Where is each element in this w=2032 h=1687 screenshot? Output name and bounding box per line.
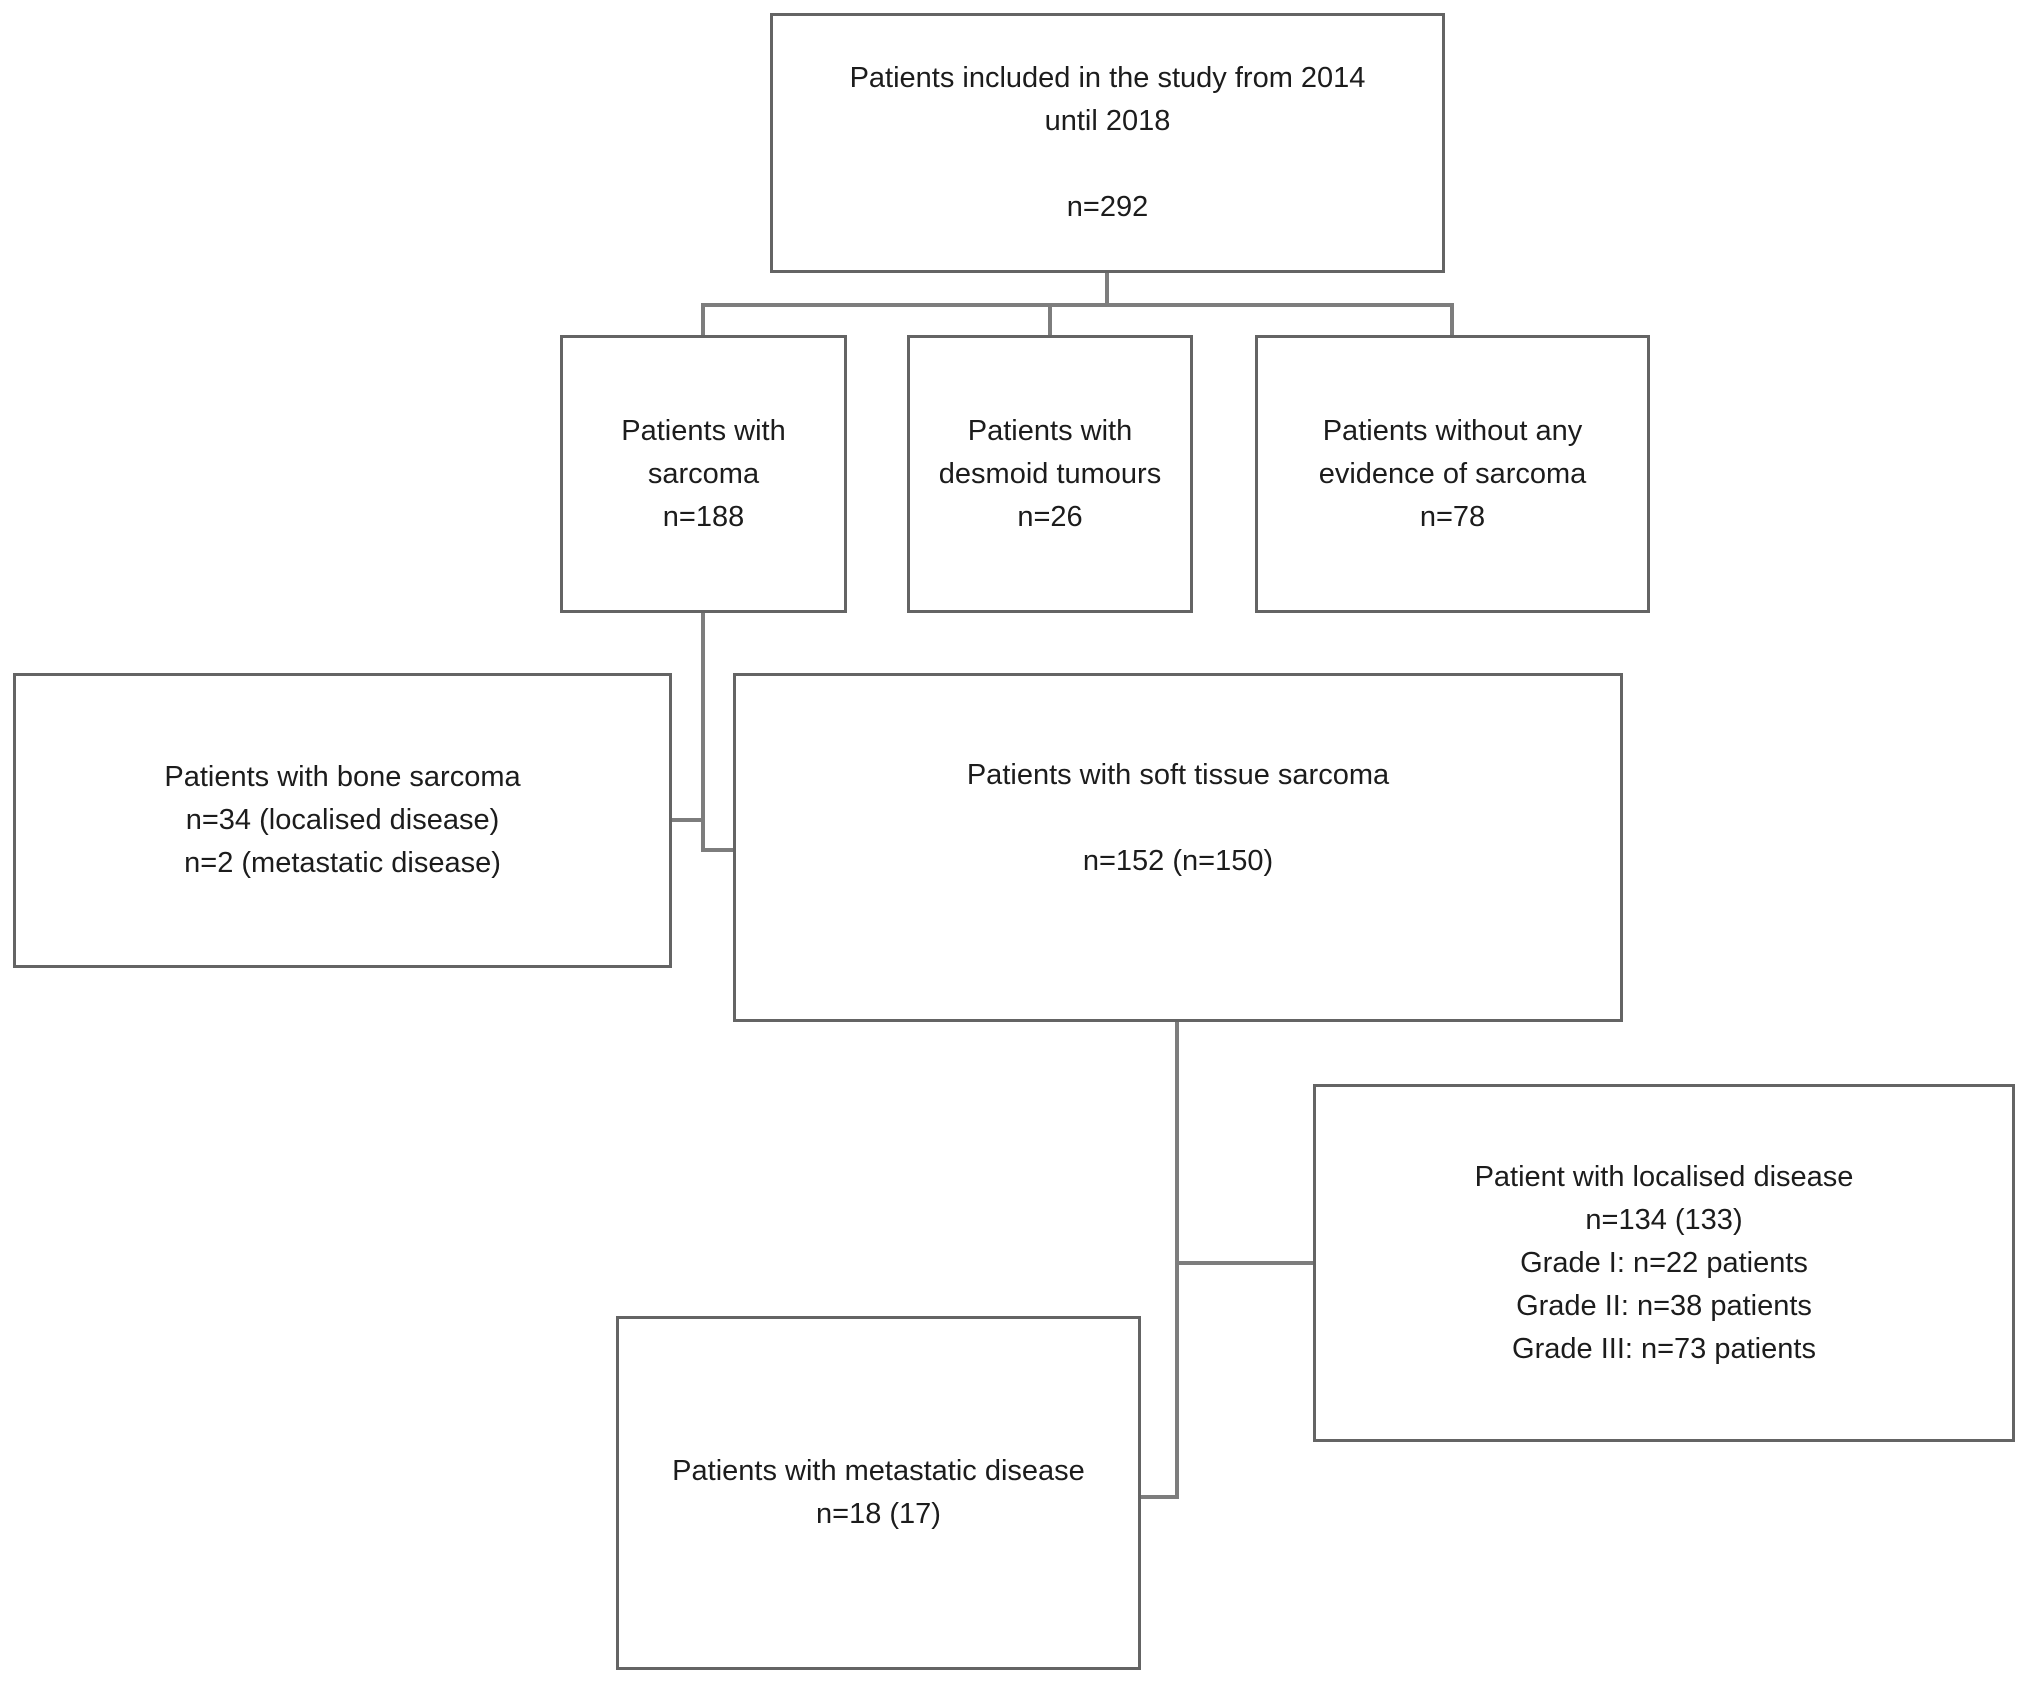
box-grade-line: Grade II: n=38 patients xyxy=(1516,1289,1812,1322)
box-metastatic-disease: Patients with metastatic disease n=18 (1… xyxy=(616,1316,1141,1670)
box-included-patients: Patients included in the study from 2014… xyxy=(770,13,1445,273)
connector-sarcoma-down xyxy=(701,613,705,852)
connector-stub-sarcoma xyxy=(701,303,705,338)
connector-soft-tissue-down xyxy=(1175,1022,1179,1499)
box-text-line: Patients included in the study from 2014 xyxy=(849,62,1366,94)
box-text-line: until 2018 xyxy=(1044,105,1171,137)
connector-localised-branch xyxy=(1175,1261,1316,1265)
box-count-line: n=18 (17) xyxy=(816,1498,941,1530)
box-grade-line: Grade I: n=22 patients xyxy=(1520,1246,1808,1279)
box-text-line: evidence of sarcoma xyxy=(1318,457,1587,490)
box-text-line: desmoid tumours xyxy=(938,457,1162,490)
box-bone-sarcoma: Patients with bone sarcoma n=34 (localis… xyxy=(13,673,672,968)
box-count-line: n=188 xyxy=(662,500,745,533)
box-localised-disease: Patient with localised disease n=134 (13… xyxy=(1313,1084,2015,1442)
connector-included-down xyxy=(1105,273,1109,307)
box-count-line: n=2 (metastatic disease) xyxy=(184,847,501,879)
connector-stub-no-evidence xyxy=(1450,303,1454,338)
box-text-line: Patients with soft tissue sarcoma xyxy=(966,759,1390,791)
box-count-line: n=26 xyxy=(1017,500,1083,533)
connector-soft-tissue-jog xyxy=(701,848,736,852)
box-text-line: Patients with xyxy=(967,414,1133,447)
connector-stub-desmoid xyxy=(1048,303,1052,338)
connector-bone-link xyxy=(672,818,705,822)
box-soft-tissue-sarcoma: Patients with soft tissue sarcoma n=152 … xyxy=(733,673,1623,1022)
box-count-line: n=78 xyxy=(1419,500,1486,533)
box-text-line: Patients with xyxy=(621,414,786,447)
box-count-line: n=34 (localised disease) xyxy=(185,804,500,836)
box-patients-with-sarcoma: Patients with sarcoma n=188 xyxy=(560,335,847,613)
box-text-line: Patients with bone sarcoma xyxy=(164,761,521,793)
box-text-line: Patient with localised disease xyxy=(1474,1160,1854,1193)
box-desmoid-tumours: Patients with desmoid tumours n=26 xyxy=(907,335,1193,613)
box-text-line: sarcoma xyxy=(647,457,760,490)
box-count-line: n=152 (n=150) xyxy=(1082,845,1274,877)
connector-distributor xyxy=(701,303,1454,307)
box-text-line: Patients with metastatic disease xyxy=(672,1455,1085,1487)
box-grade-line: Grade III: n=73 patients xyxy=(1512,1332,1816,1365)
box-count-line: n=134 (133) xyxy=(1585,1203,1743,1236)
box-text-line: Patients without any xyxy=(1322,414,1583,447)
box-count-line: n=292 xyxy=(1066,191,1149,223)
box-no-evidence-of-sarcoma: Patients without any evidence of sarcoma… xyxy=(1255,335,1650,613)
connector-metastatic-branch xyxy=(1138,1495,1179,1499)
